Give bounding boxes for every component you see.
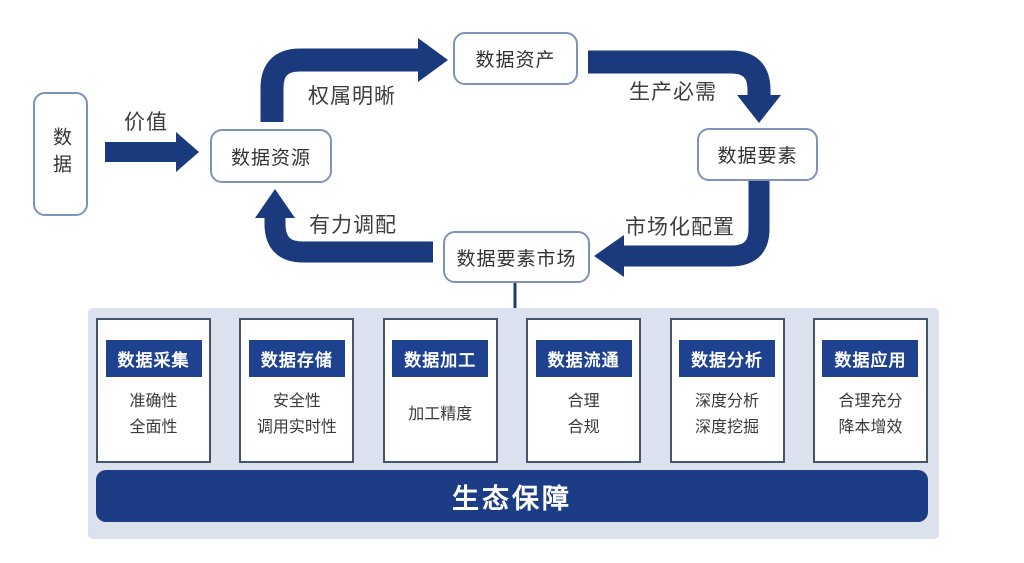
ownership-arrow-shaft [260,48,419,122]
node-data: 数据 [33,92,88,216]
edge-label-market-config: 市场化配置 [625,216,735,239]
card-data-processing: 数据加工 加工精度 [382,318,498,463]
edge-label-production: 生产必需 [629,81,717,104]
allocation-arrow-head [255,189,295,218]
allocation-arrow-shaft [264,217,433,263]
card-data-analysis: 数据分析 深度分析 深度挖掘 [669,318,785,463]
ecosystem-guarantee-label: 生态保障 [452,483,572,514]
card-data-collection-details: 准确性 全面性 [129,392,178,436]
edge-label-value: 价值 [124,111,168,134]
market-arrow-shaft [623,180,770,267]
process-cards-row: 数据采集 准确性 全面性 数据存储 安全性 调用实时性 数据加工 加工精度 [96,318,928,463]
node-data-element-market: 数据要素市场 [443,231,590,283]
card-data-processing-title: 数据加工 [392,340,489,377]
node-data-label: 数据 [50,127,71,181]
card-data-analysis-title: 数据分析 [679,340,776,377]
node-data-resource-label: 数据资源 [230,147,311,169]
ecosystem-guarantee-bar: 生态保障 [96,470,928,522]
card-data-collection: 数据采集 准确性 全面性 [96,318,211,463]
process-panel: 数据采集 准确性 全面性 数据存储 安全性 调用实时性 数据加工 加工精度 [88,308,939,539]
card-data-circulation-title: 数据流通 [535,340,632,377]
edge-label-allocation: 有力调配 [309,214,397,237]
production-arrow-shaft [588,50,771,96]
card-data-processing-details: 加工精度 [408,405,473,423]
card-data-circulation-details: 合理 合规 [567,392,600,436]
node-data-asset-label: 数据资产 [475,50,556,71]
node-data-element: 数据要素 [697,128,818,181]
card-data-application-details: 合理充分 降本增效 [838,392,903,436]
ownership-arrow-head [418,38,448,82]
card-data-storage-title: 数据存储 [248,340,345,377]
card-data-application: 数据应用 合理充分 降本增效 [812,318,928,463]
node-data-element-market-label: 数据要素市场 [456,248,577,270]
card-data-application-title: 数据应用 [822,340,919,377]
card-data-circulation: 数据流通 合理 合规 [526,318,642,463]
card-data-analysis-details: 深度分析 深度挖掘 [695,392,760,436]
card-data-storage: 数据存储 安全性 调用实时性 [239,318,355,463]
node-data-element-label: 数据要素 [717,146,798,167]
node-data-asset: 数据资产 [453,32,578,85]
edge-label-ownership: 权属明晰 [308,85,396,108]
value-arrow-head [176,132,199,172]
card-data-storage-details: 安全性 调用实时性 [256,392,337,436]
market-arrow-head [594,235,624,277]
card-data-collection-title: 数据采集 [105,340,202,377]
node-data-resource: 数据资源 [210,129,332,183]
production-arrow-head [737,95,781,123]
